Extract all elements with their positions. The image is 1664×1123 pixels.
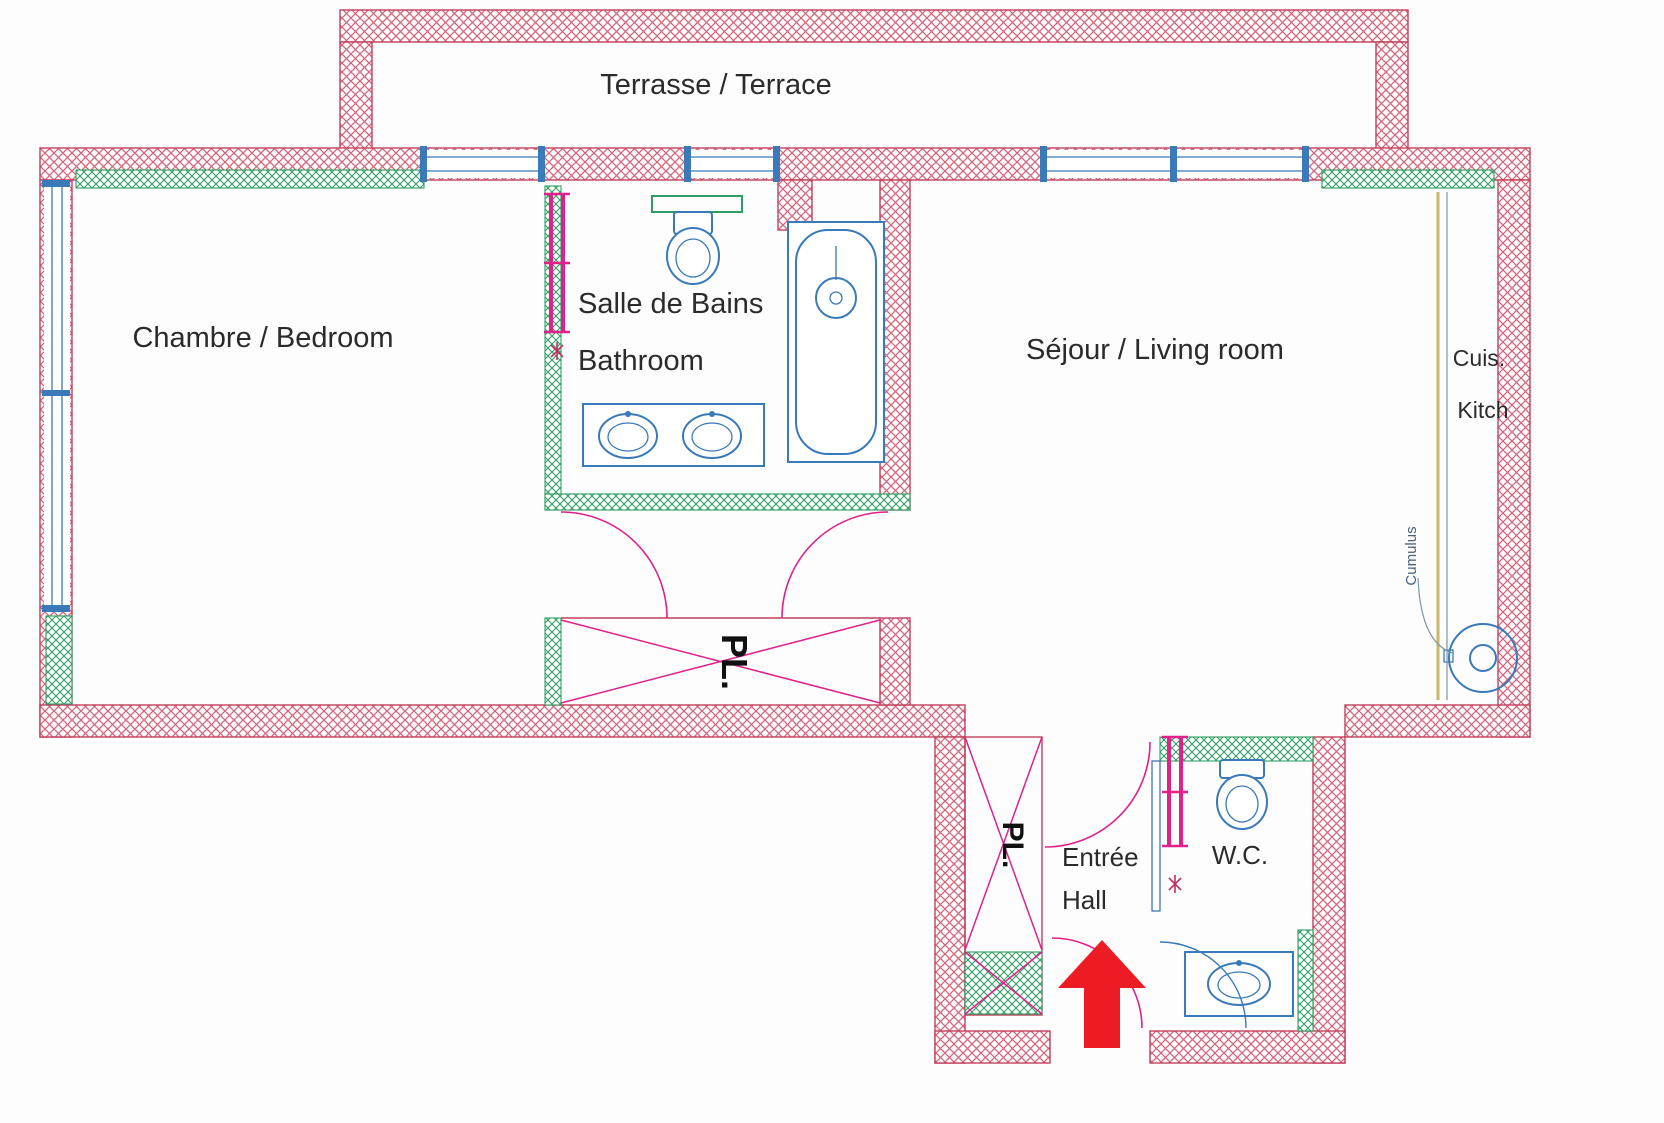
door-arc (1159, 941, 1247, 1029)
door-arc (1044, 741, 1151, 848)
wall-segment (1312, 736, 1346, 1064)
closet-main-label: PL. (714, 634, 755, 690)
partition-segment (544, 617, 562, 706)
glazed-door (42, 180, 70, 612)
partition-segment (1321, 169, 1495, 189)
water-heater (1443, 623, 1518, 693)
wall-segment (879, 617, 911, 706)
bathroom-radiator (544, 192, 570, 360)
wall-segment (1344, 704, 1531, 738)
doors (560, 511, 1247, 1029)
wc-sink (1184, 951, 1294, 1017)
wc-label: W.C. (1212, 840, 1268, 870)
valve-icon (1168, 875, 1182, 893)
window (684, 146, 780, 182)
door-arc (781, 511, 889, 619)
wall-segment (934, 1030, 1051, 1064)
entry-label-en: Hall (1062, 885, 1107, 915)
kitchen-label-fr: Cuis. (1453, 345, 1505, 371)
wall-segment (934, 736, 966, 1064)
windows (42, 146, 1309, 612)
terrace-label: Terrasse / Terrace (600, 69, 832, 101)
wall-segment (1149, 1030, 1346, 1064)
entry-label-fr: Entrée (1062, 842, 1139, 872)
entry-arrow (1058, 940, 1146, 1048)
closet-hall (964, 736, 1043, 1016)
wall-segment (39, 704, 966, 738)
wc-radiator (1162, 735, 1188, 893)
double-sink (582, 403, 765, 467)
partition-walls (45, 169, 1495, 1032)
kitchen-counter (1436, 192, 1448, 700)
bathroom-shelf (651, 195, 743, 213)
water-heater-label: Cumulus (1403, 526, 1420, 585)
wall-segment (339, 9, 1409, 43)
terrace-walls (339, 9, 1409, 151)
partition-segment (75, 169, 425, 189)
partition-segment (45, 615, 73, 705)
partition-segment (544, 493, 911, 511)
kitchen-label-en: Kitch (1457, 397, 1508, 423)
wall-segment (1375, 41, 1409, 151)
closet-main (560, 617, 881, 704)
bathroom-label-en: Bathroom (578, 345, 704, 377)
door-arc (560, 511, 668, 619)
window (420, 146, 545, 182)
valve-icon (550, 342, 564, 360)
water-heater-leader (1417, 577, 1453, 654)
fixtures (544, 192, 1518, 1017)
bathroom-label-fr: Salle de Bains (578, 288, 763, 320)
hall-wc-partition (1151, 760, 1161, 912)
wc-toilet (1216, 759, 1268, 830)
wall-segment (1497, 179, 1531, 738)
living-room-label: Séjour / Living room (1026, 334, 1284, 366)
bedroom-label: Chambre / Bedroom (132, 322, 393, 354)
bathtub (787, 221, 885, 463)
bathroom-toilet (666, 211, 720, 285)
window (1040, 146, 1309, 182)
wall-segment (339, 41, 373, 151)
labels: Terrasse / Terrace Chambre / Bedroom Sal… (132, 69, 1508, 915)
outer-walls (39, 147, 1531, 1064)
partition-segment (1297, 929, 1314, 1032)
closet-hall-label: PL. (996, 822, 1029, 869)
